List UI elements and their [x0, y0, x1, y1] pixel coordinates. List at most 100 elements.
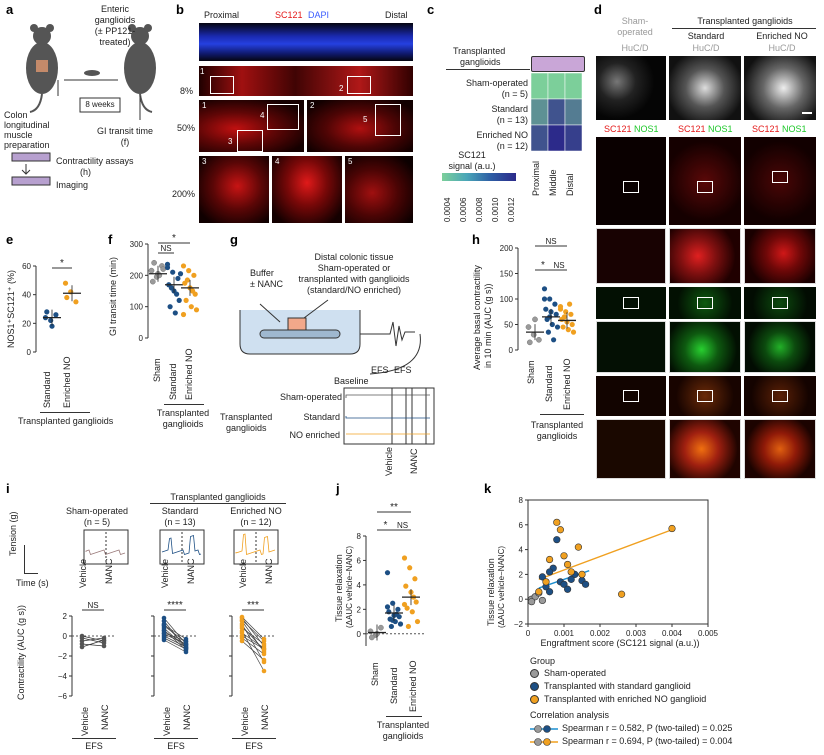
i-efs-0: EFS [85, 741, 103, 751]
paired-line [241, 619, 265, 642]
i-standard-n: (n = 13) [164, 517, 196, 527]
paired-line [81, 637, 105, 644]
data-point-vehicle [239, 625, 245, 631]
d-hucd-sham-image [596, 56, 666, 120]
b-n5b: 5 [348, 157, 353, 166]
data-point [543, 306, 549, 312]
data-point [541, 286, 548, 292]
d-merge-enriched-image [744, 137, 816, 225]
data-point [578, 570, 586, 579]
data-point [170, 269, 176, 275]
b-mag50: 50% [177, 123, 196, 133]
data-point [188, 304, 194, 310]
data-point [172, 310, 178, 316]
b-n2b: 2 [310, 101, 315, 110]
d-zoom-red-standard [669, 228, 741, 284]
i-sig: **** [167, 600, 183, 611]
data-point-nanc [261, 646, 267, 652]
y-tick-label: −6 [58, 692, 68, 701]
paired-line [241, 627, 265, 645]
data-point-nanc [183, 645, 189, 651]
contractility-trace [345, 394, 430, 398]
data-point [553, 536, 561, 544]
j-group1: Transplanted [376, 720, 430, 730]
y-tick-label: 0 [139, 334, 144, 343]
data-point [545, 329, 552, 335]
paired-line [81, 639, 105, 648]
data-point [49, 323, 55, 329]
k-legend-sham-marker [530, 669, 539, 678]
data-point [563, 560, 572, 569]
panel-j-label: j [336, 481, 340, 496]
data-point [551, 337, 557, 343]
data-point [174, 291, 180, 297]
i-efs-2: EFS [245, 741, 263, 751]
panel-c-label: c [427, 2, 435, 17]
k-corr-std: Spearman r = 0.582, P (two-tailed) = 0.0… [562, 723, 733, 733]
i-transplanted: Transplanted ganglioids [170, 492, 266, 502]
data-point-nanc [261, 651, 267, 657]
a-colon3: muscle [4, 130, 33, 140]
data-point [73, 299, 79, 305]
y-tick-label: 200 [130, 271, 144, 280]
y-tick-label: 150 [500, 270, 514, 279]
k-legend-group: Group [530, 656, 556, 666]
y-tick-label: 60 [22, 262, 31, 271]
data-point [581, 580, 590, 588]
paired-line [163, 637, 187, 650]
y-tick-label: 0 [519, 595, 524, 604]
data-point-nanc [261, 636, 267, 642]
y-tick-label: −2 [58, 652, 68, 661]
data-point [168, 285, 174, 291]
d-sham1: Sham- [621, 16, 649, 26]
paired-line [81, 643, 105, 647]
data-point [412, 576, 418, 582]
heatmap-cell [564, 124, 583, 152]
data-point [401, 601, 408, 608]
paired-line [163, 633, 187, 645]
c-cb-title2: signal (a.u.) [448, 161, 496, 171]
tension-trace [161, 534, 202, 556]
e-sig: * [60, 258, 64, 269]
j-sig-ns: NS [397, 521, 408, 530]
data-point [567, 568, 575, 576]
k-xlabel: Engraftment score (SC121 signal (a.u.)) [540, 638, 700, 648]
data-point [545, 588, 554, 596]
x-tick-label: 0 [526, 629, 531, 638]
data-point-vehicle [161, 631, 167, 637]
y-tick-label: 0 [63, 632, 68, 641]
data-point [527, 598, 536, 606]
j-group2: ganglioids [382, 731, 424, 741]
data-point [401, 555, 408, 561]
trace-box [159, 529, 205, 565]
data-point [526, 339, 533, 346]
d-hucd-3: HuC/D [768, 43, 796, 53]
b-200pct-image-3 [199, 156, 269, 223]
d-merge-standard-image [669, 137, 741, 225]
k-corr-enr: Spearman r = 0.694, P (two-tailed) = 0.0… [562, 736, 733, 746]
data-point-nanc [183, 649, 189, 655]
trace-box [233, 529, 279, 565]
a-colon4: preparation [4, 140, 50, 150]
data-point [536, 336, 542, 343]
data-point [151, 259, 157, 266]
g-transplanted2: ganglioids [226, 423, 267, 433]
panel-a-schematic [11, 24, 156, 186]
data-point [397, 621, 404, 627]
panel-b-label: b [176, 2, 184, 17]
c-row1-name: Standard [491, 104, 528, 114]
data-point-nanc [261, 657, 267, 663]
panel-i-label: i [6, 481, 10, 496]
efs-window-nanc [411, 387, 427, 445]
x-tick-label: 0.005 [698, 629, 719, 638]
d-merge2-sham-image [596, 376, 666, 416]
g-organ-bath [239, 299, 421, 375]
panel-k-label: k [484, 481, 492, 496]
data-point [414, 618, 421, 625]
c-row1-n: (n = 13) [496, 115, 528, 125]
data-point [149, 278, 156, 285]
k-corr-std-marker [530, 725, 558, 733]
data-point [180, 311, 187, 318]
g-transplanted1: Transplanted [220, 412, 273, 422]
